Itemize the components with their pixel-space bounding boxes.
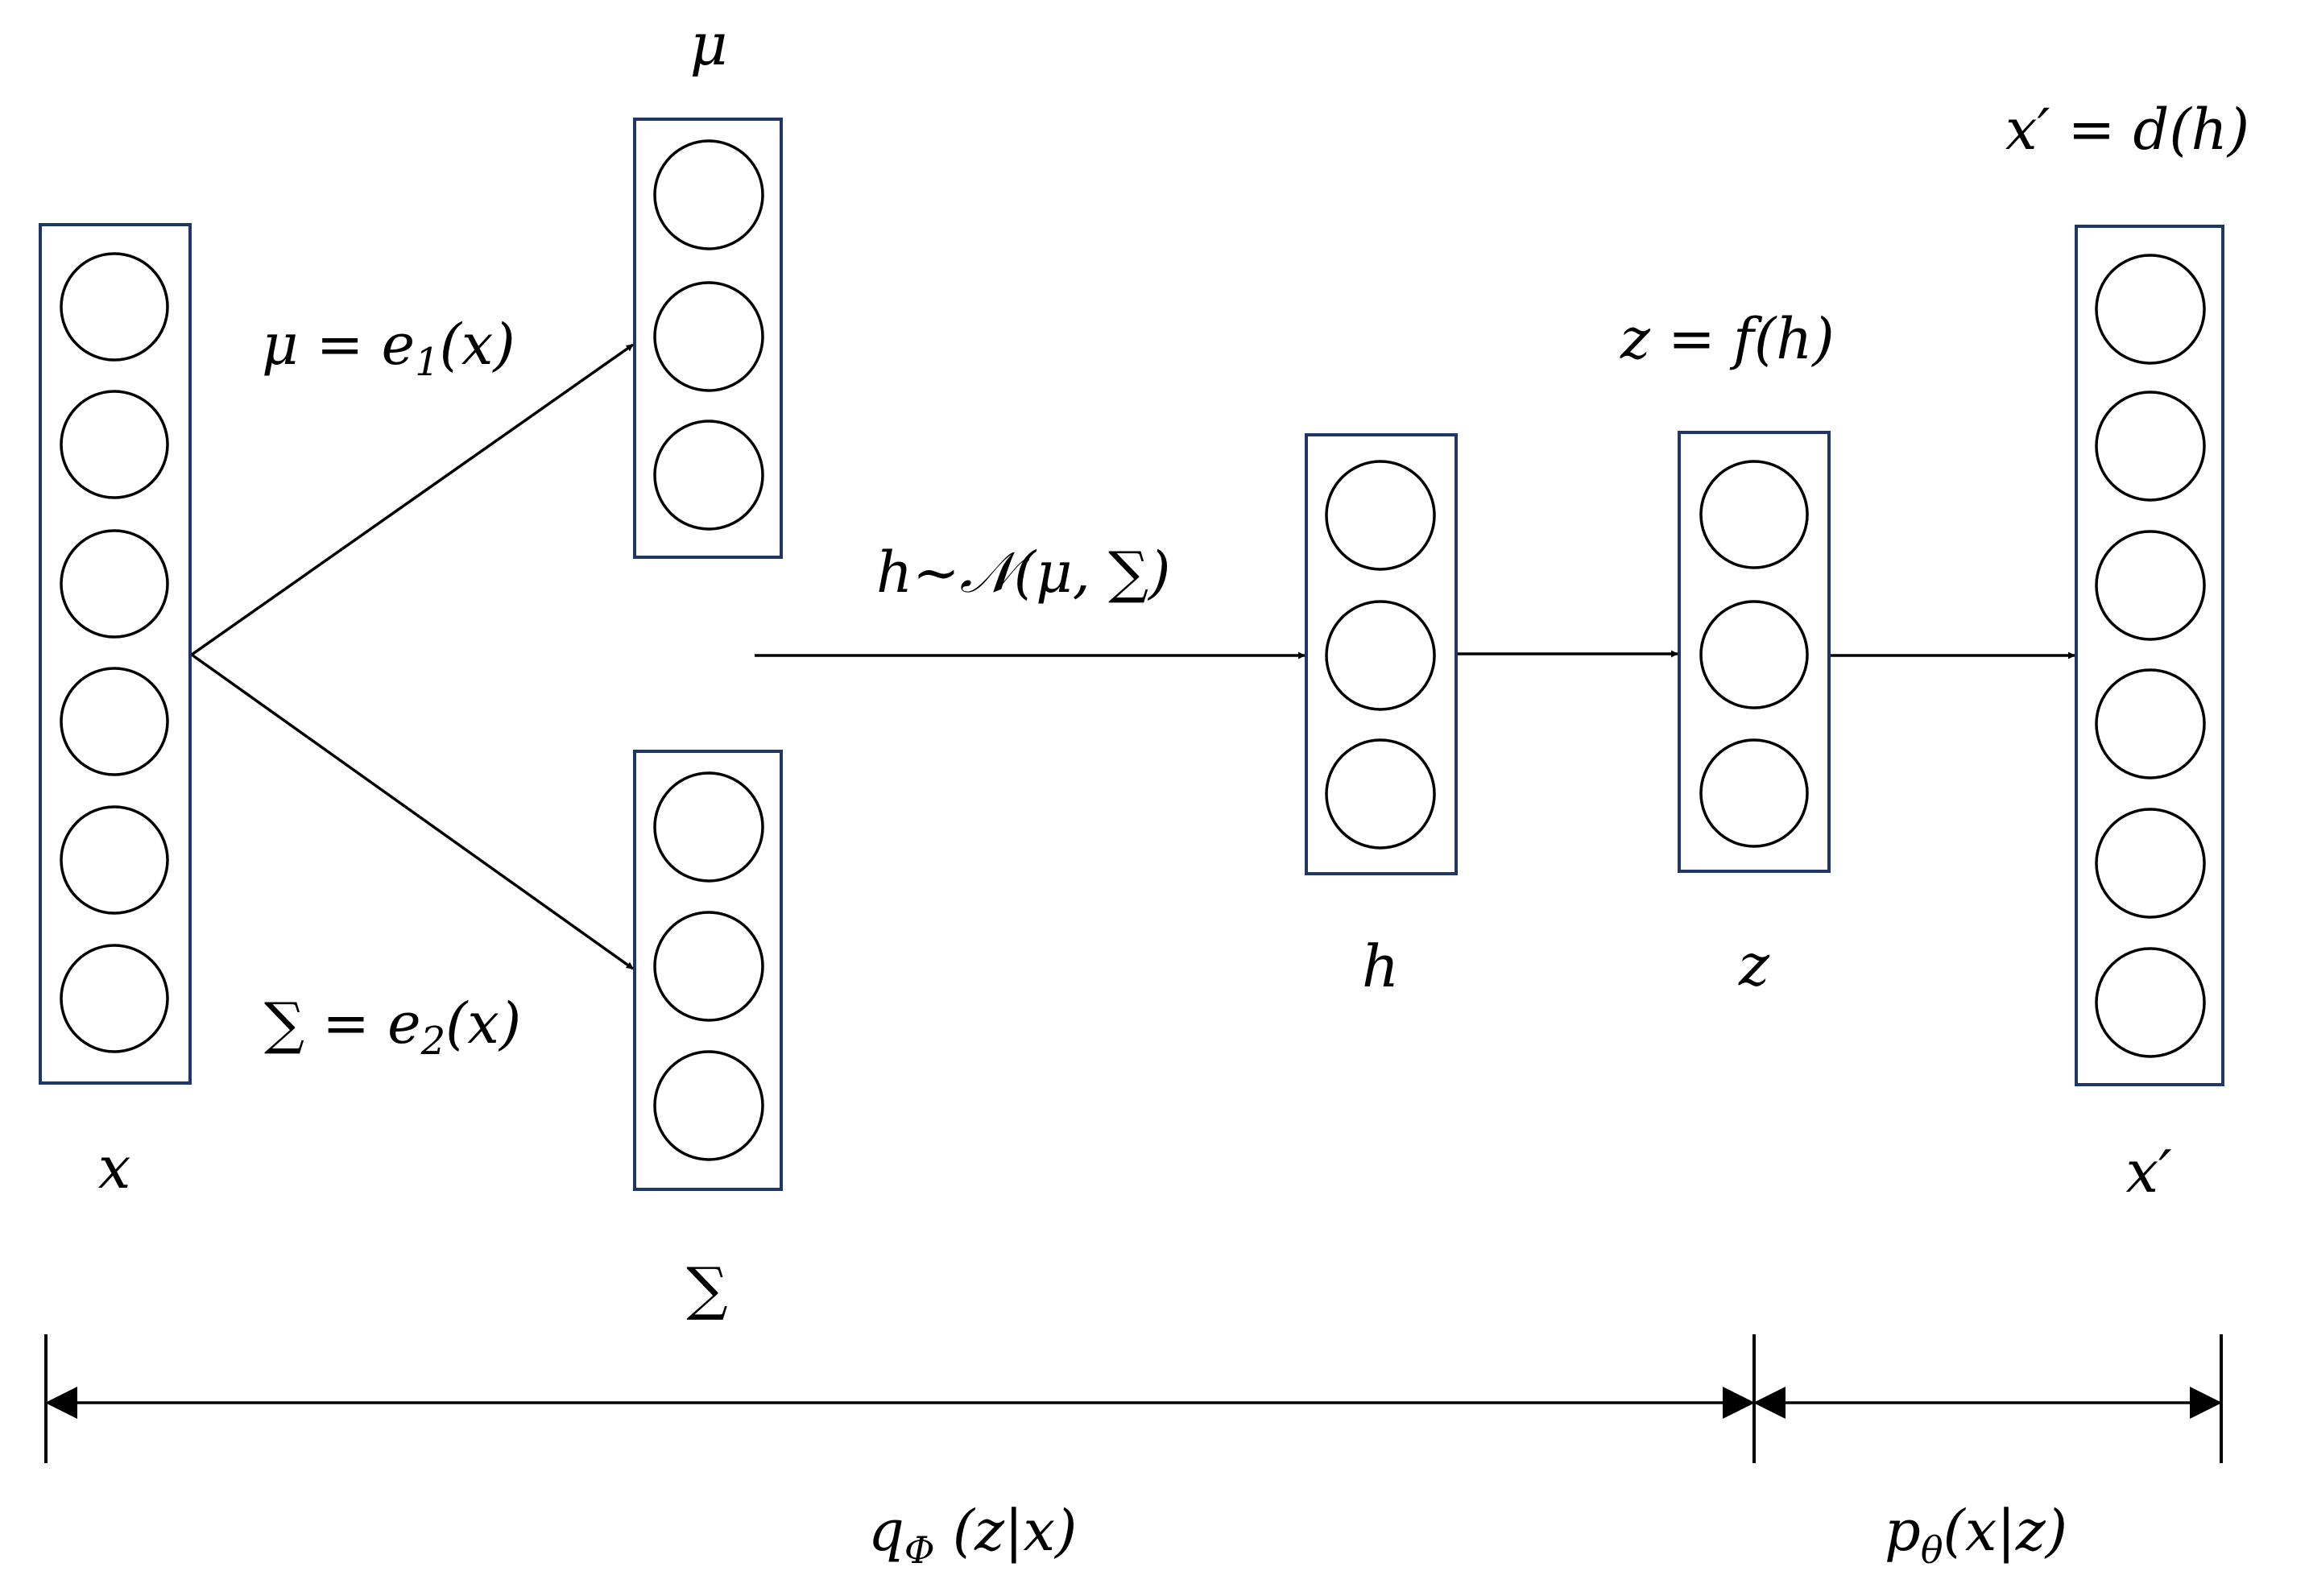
output-node [2095,254,2206,365]
output-node [2095,530,2206,641]
output-node [2095,947,2206,1058]
label-sigma: ∑ [686,1255,727,1322]
input-node [60,667,169,776]
encoder-distribution-label: qΦ (z|x) [868,1498,1077,1572]
z-equation: z = f(h) [1620,306,1835,372]
mu-layer [633,118,783,559]
mu-node [653,139,764,250]
input-node [60,252,169,362]
output-node [2095,668,2206,779]
h-node [1325,460,1436,571]
z-layer [1678,431,1831,873]
h-layer [1305,433,1458,875]
input-node [60,805,169,915]
sigma-node [653,771,764,883]
arrow-x-to-sigma [190,653,635,970]
output-node [2095,391,2206,502]
decoder-distribution-label: pθ(x|z) [1885,1498,2067,1572]
label-x-prime: x′ [2126,1138,2172,1205]
mu-node [653,281,764,392]
z-node [1699,600,1809,709]
input-node [60,529,169,639]
h-node [1325,600,1436,711]
label-z: z [1738,931,1770,999]
sigma-node [653,1050,764,1161]
mu-node [653,420,764,531]
input-layer-x [39,223,192,1085]
input-node [60,944,169,1053]
input-node [60,390,169,499]
mu-equation: μ = e1(x) [262,312,515,385]
output-layer-x-prime [2075,225,2224,1086]
x-prime-equation: x′ = d(h) [2005,97,2249,163]
sigma-node [653,911,764,1022]
sigma-layer [633,750,783,1191]
label-h: h [1362,932,1399,1000]
output-node [2095,808,2206,919]
h-node [1325,738,1436,850]
label-mu: μ [690,10,728,78]
z-node [1699,738,1809,848]
label-x: x [98,1134,131,1201]
sampling-equation: h~𝒩(μ, ∑) [876,540,1170,606]
sigma-equation: ∑ = e2(x) [264,990,521,1064]
arrow-x-to-mu [190,343,635,656]
z-node [1699,460,1809,569]
